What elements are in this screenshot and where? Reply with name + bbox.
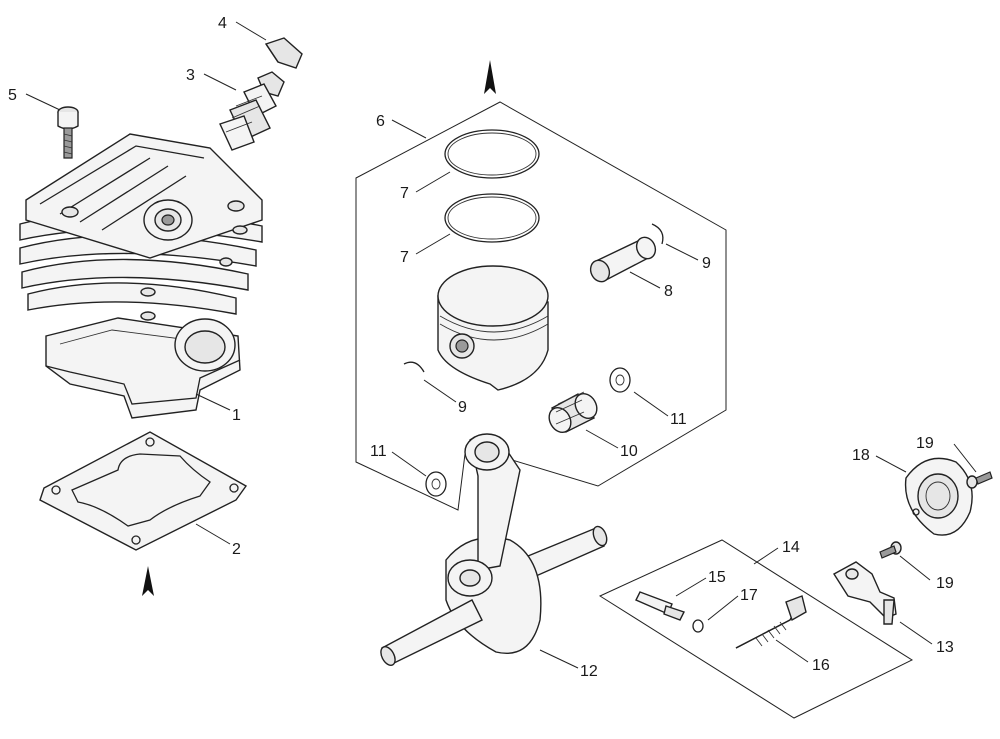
callout-11-left: 11 — [370, 443, 387, 460]
part-17-o-ring — [692, 619, 704, 633]
callout-7-upper: 7 — [400, 185, 409, 202]
direction-arrow-bottom — [142, 566, 154, 596]
callout-10: 10 — [620, 443, 638, 460]
part-8-piston-pin — [589, 236, 657, 283]
leader-lines — [25, 21, 977, 669]
kit-6-outline — [355, 101, 727, 511]
piston — [437, 265, 549, 391]
part-7-ring-upper — [444, 129, 540, 179]
part-7-ring-lower — [444, 193, 540, 243]
callout-2: 2 — [232, 541, 241, 558]
callout-19-top: 19 — [916, 435, 934, 452]
part-19-screw-top — [966, 471, 993, 489]
callout-8: 8 — [664, 283, 673, 300]
part-11-washer-right — [609, 367, 631, 393]
part-12-crankshaft — [380, 433, 608, 666]
callout-3: 3 — [186, 67, 195, 84]
kit-14-outline — [598, 539, 914, 719]
part-2-gasket — [39, 431, 248, 551]
part-10-needle-bearing — [548, 391, 598, 434]
callout-16: 16 — [812, 657, 830, 674]
part-11-washer-left — [425, 471, 447, 497]
callout-4: 4 — [218, 15, 227, 32]
part-19-screw-bottom — [879, 541, 902, 559]
part-13-oil-pump — [833, 561, 897, 625]
callout-9-left: 9 — [458, 399, 467, 416]
callout-18: 18 — [852, 447, 870, 464]
callout-6: 6 — [376, 113, 385, 130]
part-16-oil-line — [735, 595, 807, 649]
part-9-circlip-right — [651, 223, 664, 245]
direction-arrow-top — [484, 60, 496, 94]
part-4-cap — [264, 37, 303, 69]
callout-15: 15 — [708, 569, 726, 586]
callout-5: 5 — [8, 87, 17, 104]
part-5-bolt — [57, 106, 79, 159]
callout-labels: 4 3 5 1 2 6 7 7 9 8 9 11 10 11 12 14 15 … — [8, 15, 954, 680]
callout-12: 12 — [580, 663, 598, 680]
callout-17: 17 — [740, 587, 758, 604]
callout-19-bottom: 19 — [936, 575, 954, 592]
part-15-pump-plunger — [635, 591, 685, 621]
callout-13: 13 — [936, 639, 954, 656]
part-18-pump-cover — [904, 457, 973, 536]
callout-1: 1 — [232, 407, 241, 424]
callout-14: 14 — [782, 539, 800, 556]
callout-9-right: 9 — [702, 255, 711, 272]
part-1-cylinder — [19, 133, 263, 419]
callout-11-right: 11 — [670, 411, 687, 428]
part-9-circlip-left — [403, 361, 425, 373]
part-3-valve — [219, 71, 285, 151]
callout-7-lower: 7 — [400, 249, 409, 266]
